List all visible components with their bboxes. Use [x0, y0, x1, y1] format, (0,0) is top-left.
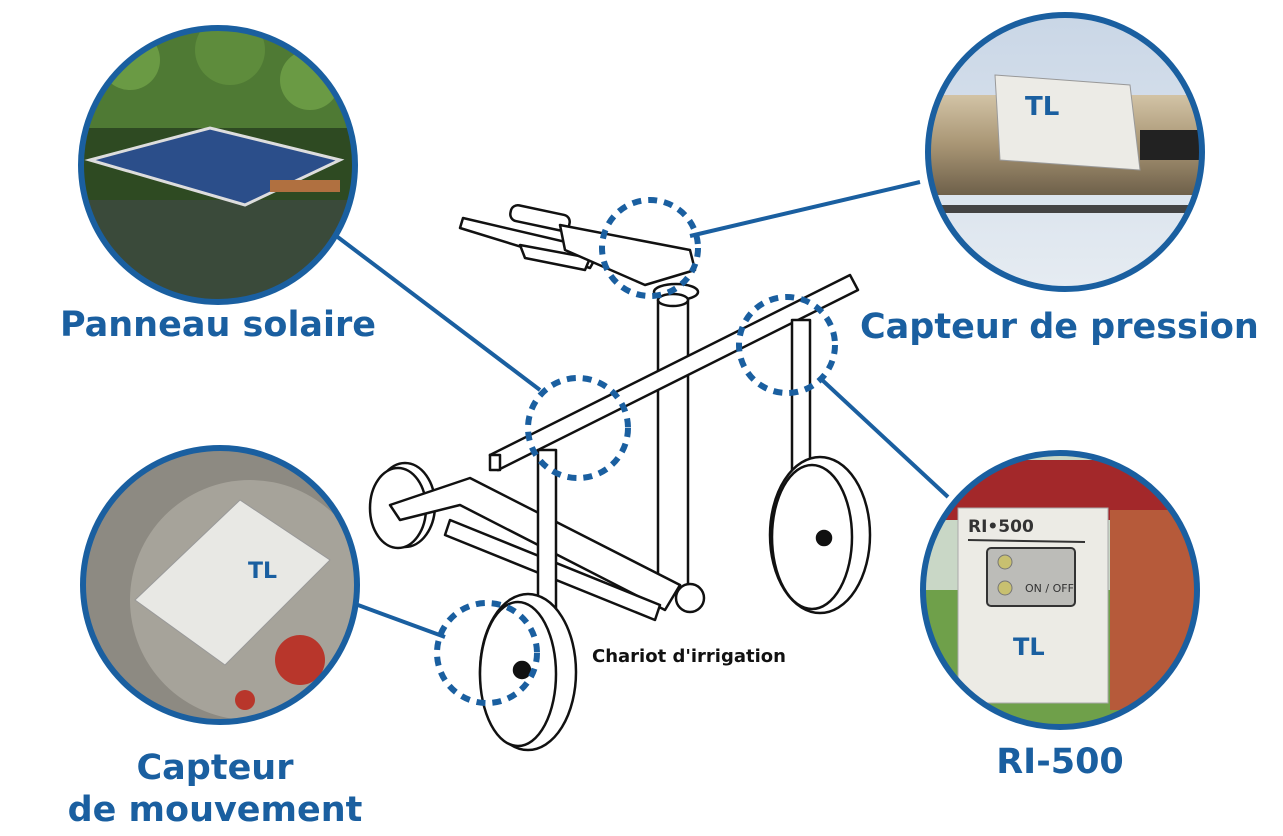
pressure-sensor-photo: TL	[928, 15, 1202, 289]
motion-sensor-photo: TL	[83, 448, 357, 722]
motion-sensor-photo-frame	[80, 445, 360, 725]
ri500-onoff-label: ON / OFF	[1025, 582, 1074, 595]
ri500-device-model: RI•500	[968, 517, 1034, 537]
ri500-photo: TL	[923, 453, 1197, 727]
label-pressure-sensor: Capteur de pression	[860, 307, 1259, 347]
label-irrigation-cart: Chariot d'irrigation	[592, 646, 786, 667]
pressure-sensor-photo-frame	[925, 12, 1205, 292]
label-motion-sensor-line1: Capteur	[136, 748, 294, 788]
irrigation-cart-drawing	[368, 203, 872, 752]
svg-text:TL: TL	[248, 559, 277, 584]
dashed-highlight-circles	[434, 197, 838, 706]
label-solar-panel: Panneau solaire	[59, 305, 377, 345]
solar-panel-photo-frame	[78, 25, 358, 305]
ri500-photo-frame	[920, 450, 1200, 730]
svg-text:TL: TL	[1013, 633, 1045, 661]
label-motion-sensor-line2: de mouvement	[67, 790, 363, 830]
connector-lines	[333, 180, 950, 639]
svg-text:TL: TL	[1025, 92, 1059, 122]
label-ri500: RI-500	[996, 742, 1124, 782]
